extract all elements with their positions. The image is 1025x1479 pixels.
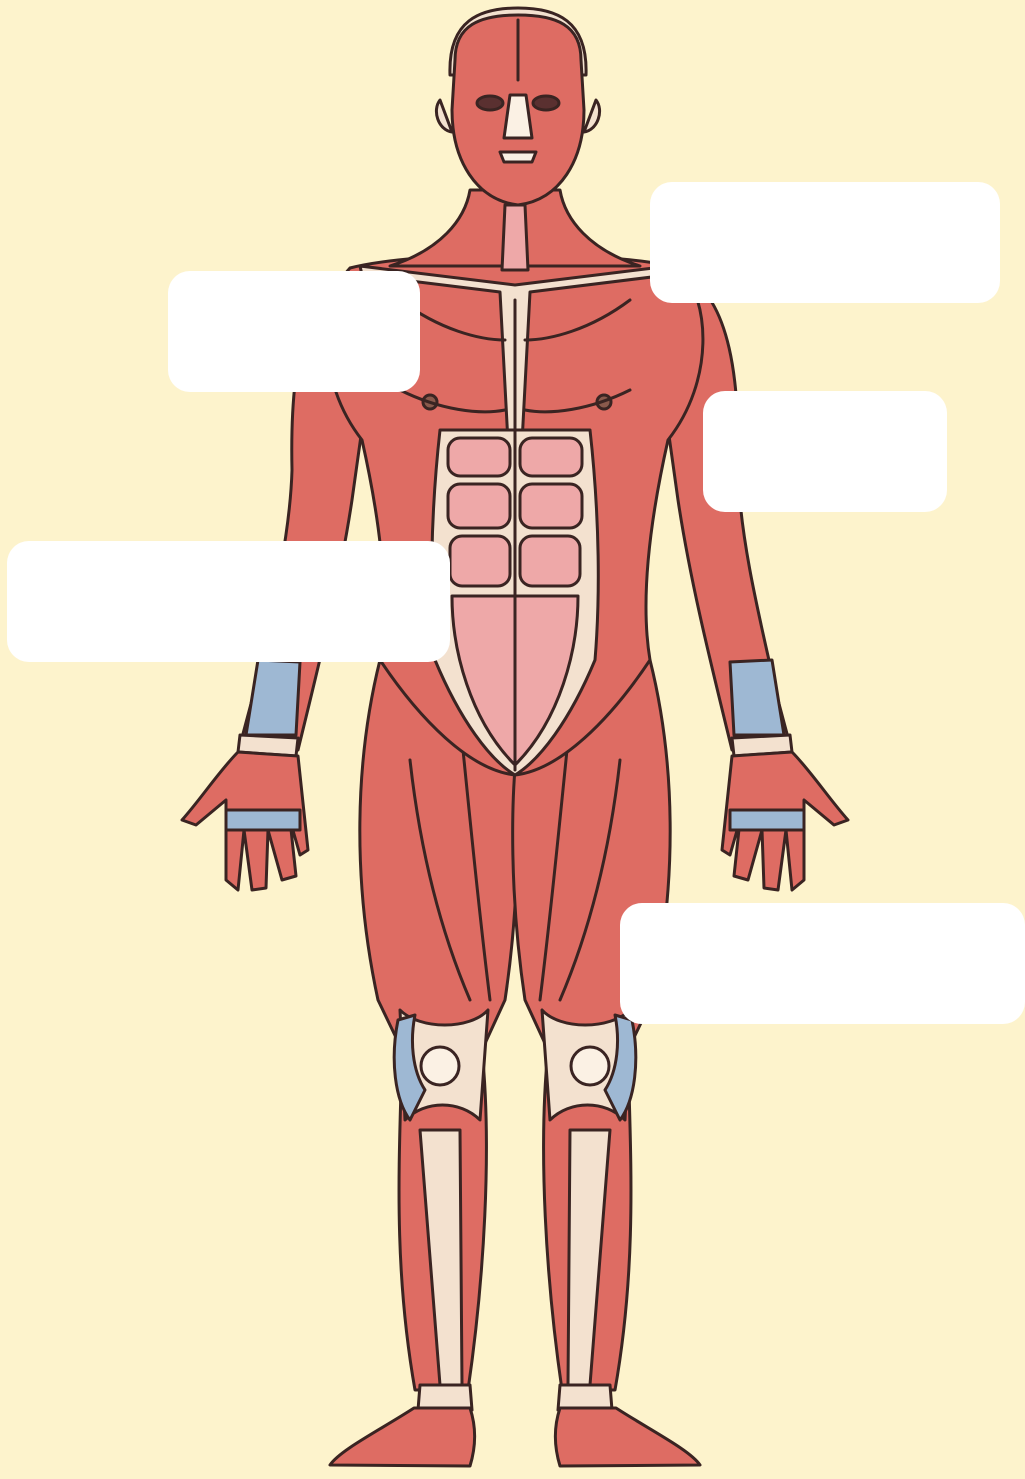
label-box-3[interactable] [703,391,947,512]
right-leg [513,660,700,1466]
head [436,8,599,205]
label-box-4[interactable] [7,541,450,662]
label-box-2[interactable] [168,271,420,392]
label-box-5[interactable] [620,903,1025,1024]
left-leg [330,660,517,1466]
label-box-1[interactable] [650,182,1000,303]
